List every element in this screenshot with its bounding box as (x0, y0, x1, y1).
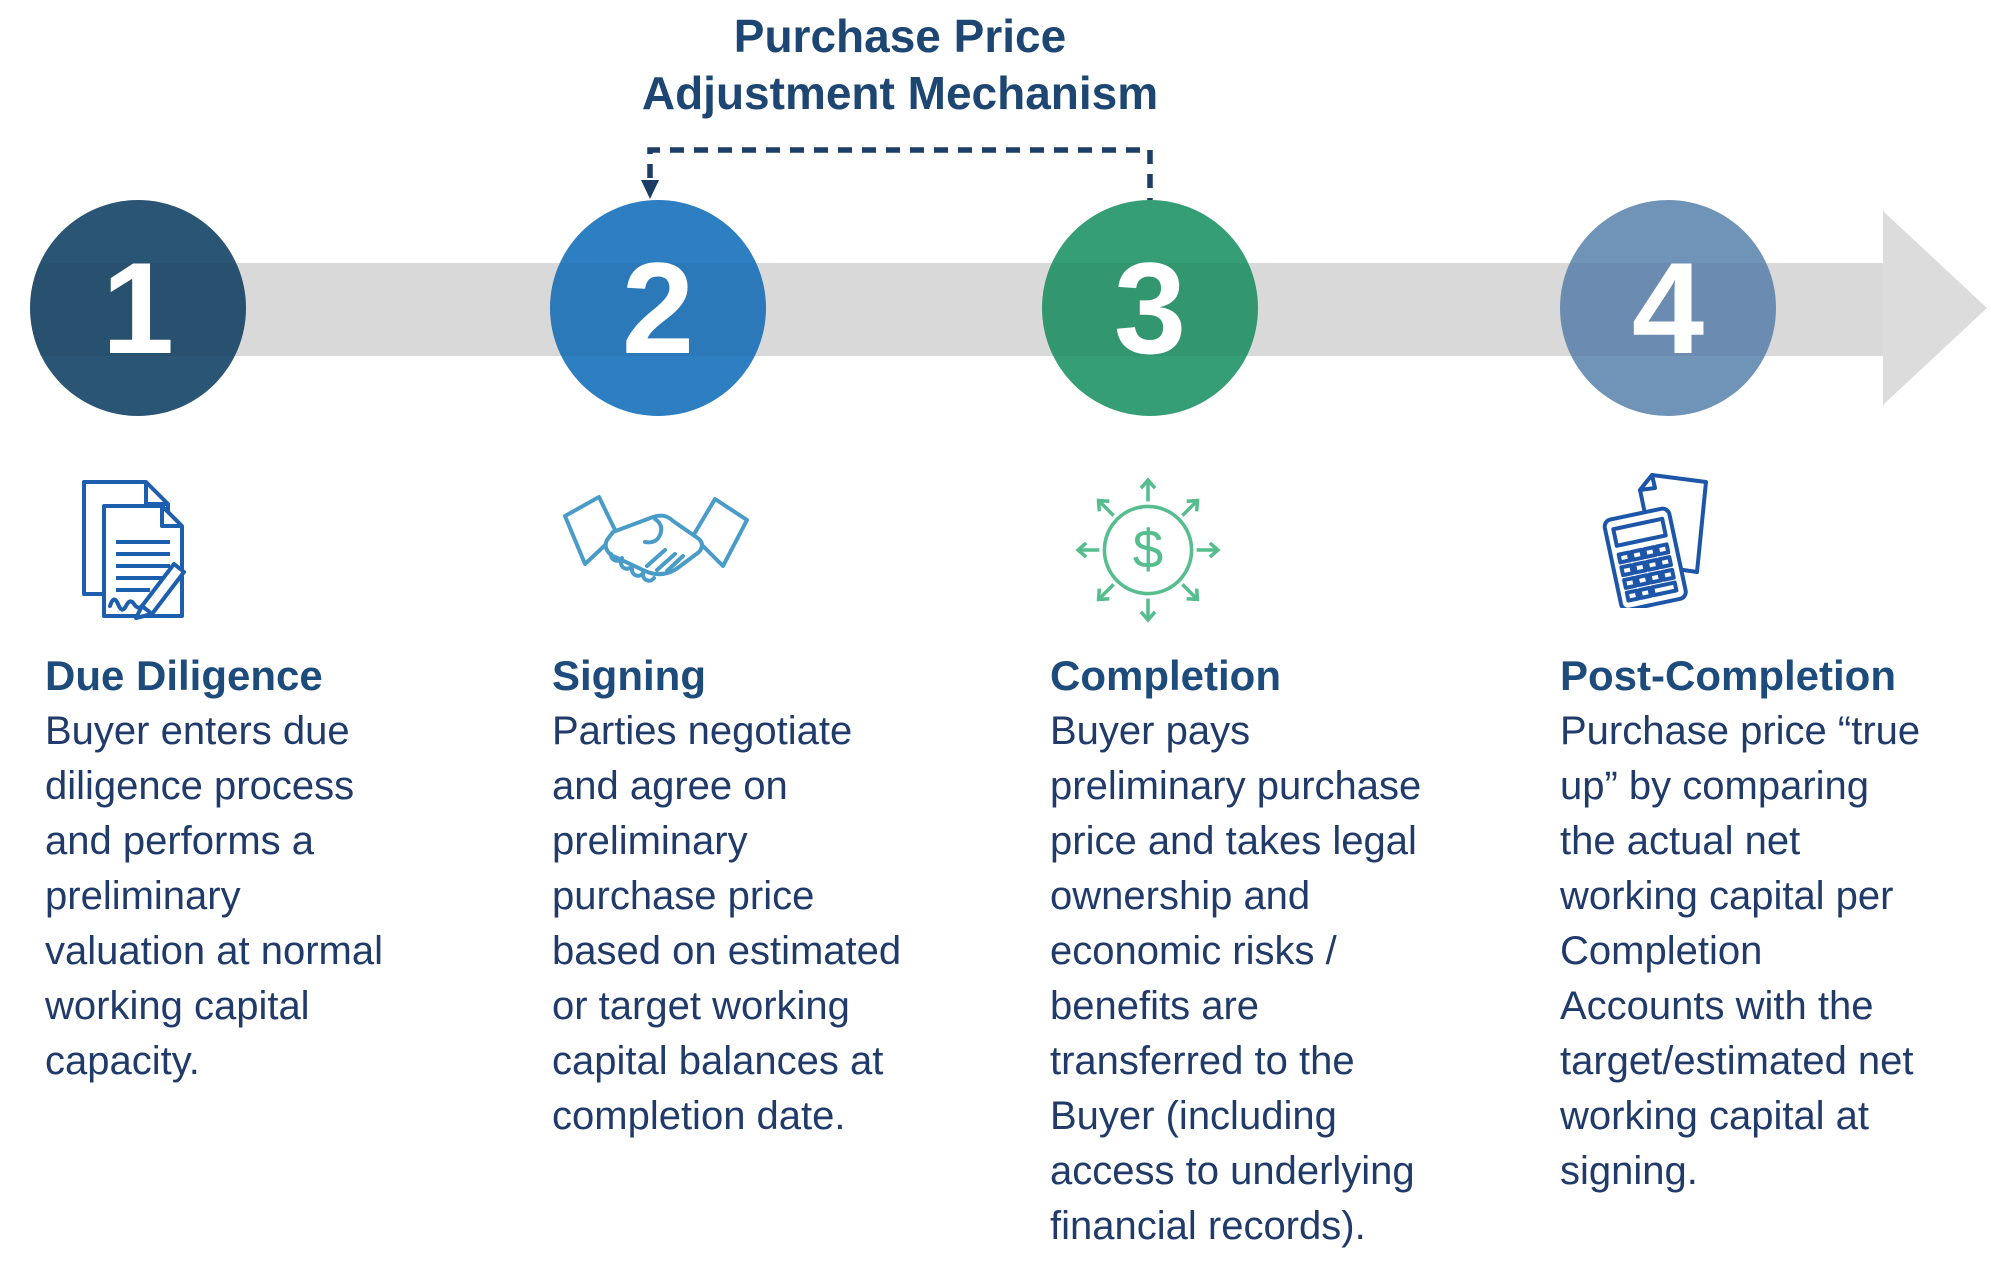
step-number: 1 (101, 235, 175, 381)
step-number: 3 (1113, 235, 1187, 381)
dollar-sign: $ (1133, 518, 1163, 580)
step-column-signing: Signing Parties negotiate and agree on p… (552, 648, 1032, 1144)
diagram-title: Purchase Price Adjustment Mechanism (641, 10, 1159, 119)
step-circle-2: 2 (550, 200, 766, 416)
step-heading: Signing (552, 652, 706, 699)
step-column-completion: Completion Buyer pays preliminary purcha… (1050, 648, 1530, 1254)
step-circle-4: 4 (1560, 200, 1776, 416)
step-number: 4 (1631, 235, 1705, 381)
step-heading: Completion (1050, 652, 1281, 699)
step-description: Buyer pays preliminary purchase price an… (1050, 709, 1422, 1248)
step-column-post-completion: Post-Completion Purchase price “true up”… (1560, 648, 2000, 1199)
step-heading: Post-Completion (1560, 652, 1896, 699)
step-circle-3: 3 (1042, 200, 1258, 416)
step-circle-1: 1 (30, 200, 246, 416)
step-number: 2 (621, 235, 695, 381)
dollar-distribution-icon: $ (1076, 478, 1220, 622)
handshake-icon (563, 495, 749, 583)
timeline-arrowhead (1883, 211, 1987, 405)
calculator-paper-icon (1602, 473, 1708, 608)
step-column-due-diligence: Due Diligence Buyer enters due diligence… (45, 648, 525, 1089)
down-arrowhead-icon (641, 180, 659, 199)
step-heading: Due Diligence (45, 652, 323, 699)
signed-documents-icon (82, 480, 186, 620)
step-description: Purchase price “true up” by comparing th… (1560, 709, 1921, 1193)
adjustment-bracket-connector (641, 147, 1153, 204)
step-description: Parties negotiate and agree on prelimina… (552, 709, 902, 1138)
step-description: Buyer enters due diligence process and p… (45, 709, 383, 1083)
